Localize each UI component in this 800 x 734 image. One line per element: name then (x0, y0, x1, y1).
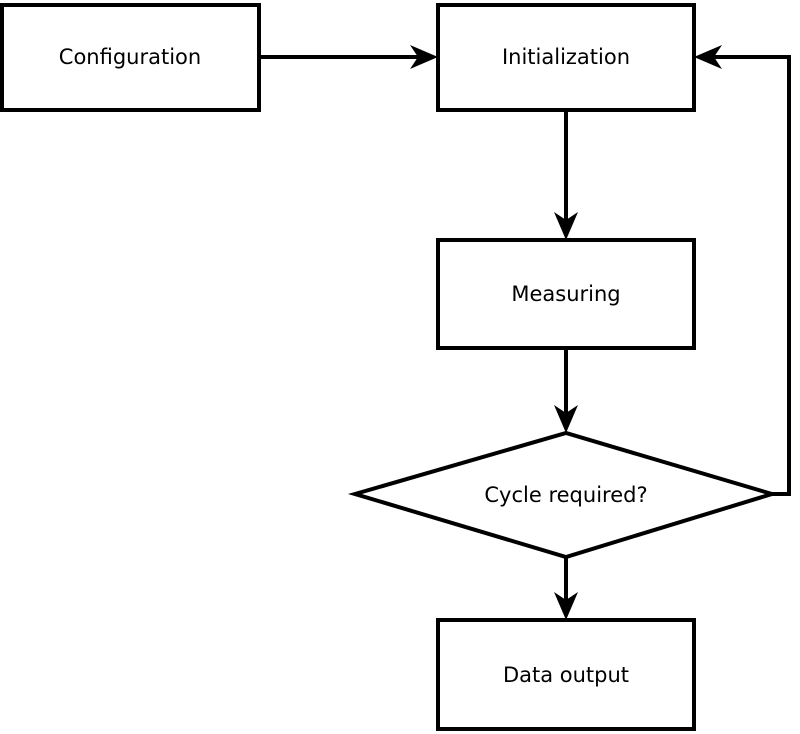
node-label: Configuration (59, 45, 201, 69)
node-label: Data output (503, 663, 629, 687)
node-measuring[interactable]: Measuring (436, 238, 696, 350)
node-label: Measuring (511, 282, 620, 306)
node-configuration[interactable]: Configuration (0, 3, 261, 112)
node-rectangle[interactable] (436, 618, 696, 731)
edge-cycle-required-to-data-output (554, 557, 578, 620)
node-label: Initialization (502, 45, 630, 69)
arrowhead-icon (554, 405, 578, 433)
node-data-output[interactable]: Data output (436, 618, 696, 731)
node-rectangle[interactable] (436, 3, 696, 112)
node-cycle-required[interactable]: Cycle required? (347, 430, 779, 560)
edge-line (706, 55, 791, 496)
node-rectangle[interactable] (0, 3, 261, 112)
arrowhead-icon (694, 45, 722, 69)
arrowhead-icon (554, 212, 578, 240)
node-initialization[interactable]: Initialization (436, 3, 696, 112)
edge-cycle-required-to-initialization-loop (694, 45, 791, 496)
node-rectangle[interactable] (436, 238, 696, 350)
node-diamond[interactable] (347, 430, 779, 560)
arrowhead-icon (554, 592, 578, 620)
edge-configuration-to-initialization (259, 45, 438, 69)
arrowhead-icon (410, 45, 438, 69)
node-label: Cycle required? (484, 483, 647, 507)
edge-initialization-to-measuring (554, 110, 578, 240)
edge-measuring-to-cycle-required (554, 348, 578, 433)
